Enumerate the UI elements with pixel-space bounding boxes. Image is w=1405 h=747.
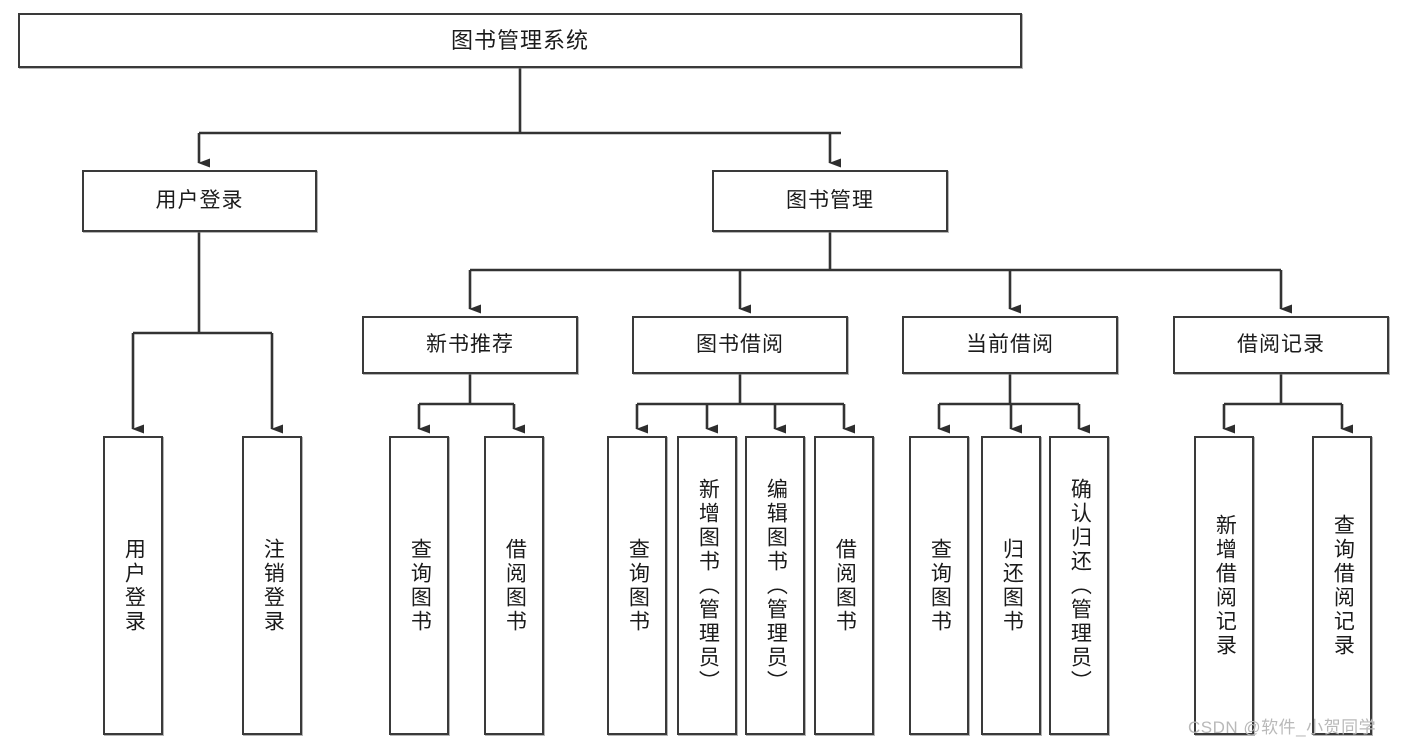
node-label: 查询图书 <box>408 537 432 634</box>
node-book-management[interactable]: 图书管理 <box>712 170 948 232</box>
node-label: 新增图书（管理员） <box>696 477 720 694</box>
leaf-return-book[interactable]: 归还图书 <box>981 436 1041 735</box>
leaf-query-borrow-record[interactable]: 查询借阅记录 <box>1312 436 1372 735</box>
node-label: 图书管理 <box>786 188 874 212</box>
leaf-confirm-return-admin[interactable]: 确认归还（管理员） <box>1049 436 1109 735</box>
node-book-borrow[interactable]: 图书借阅 <box>632 316 848 374</box>
leaf-query-book-borrow[interactable]: 查询图书 <box>607 436 667 735</box>
node-borrow-records[interactable]: 借阅记录 <box>1173 316 1389 374</box>
leaf-logout[interactable]: 注销登录 <box>242 436 302 735</box>
node-user-login[interactable]: 用户登录 <box>82 170 317 232</box>
node-label: 借阅图书 <box>833 537 857 634</box>
node-current-borrow[interactable]: 当前借阅 <box>902 316 1118 374</box>
node-root-system[interactable]: 图书管理系统 <box>18 13 1022 68</box>
node-label: 编辑图书（管理员） <box>764 477 788 694</box>
node-label: 归还图书 <box>1000 537 1024 634</box>
leaf-query-book-current[interactable]: 查询图书 <box>909 436 969 735</box>
leaf-borrow-book[interactable]: 借阅图书 <box>814 436 874 735</box>
node-label: 当前借阅 <box>966 332 1054 356</box>
node-label: 查询图书 <box>626 537 650 634</box>
node-label: 用户登录 <box>155 188 244 212</box>
node-label: 图书借阅 <box>696 332 784 356</box>
node-label: 确认归还（管理员） <box>1068 477 1092 694</box>
node-label: 新书推荐 <box>426 332 514 356</box>
leaf-add-borrow-record[interactable]: 新增借阅记录 <box>1194 436 1254 735</box>
node-label: 借阅记录 <box>1237 332 1325 356</box>
node-label: 借阅图书 <box>503 537 527 634</box>
leaf-user-login[interactable]: 用户登录 <box>103 436 163 735</box>
leaf-edit-book-admin[interactable]: 编辑图书（管理员） <box>745 436 805 735</box>
node-label: 用户登录 <box>122 537 146 634</box>
node-label: 查询图书 <box>928 537 952 634</box>
node-label: 查询借阅记录 <box>1331 513 1355 658</box>
leaf-query-book-recommend[interactable]: 查询图书 <box>389 436 449 735</box>
node-new-book-recommend[interactable]: 新书推荐 <box>362 316 578 374</box>
node-label: 新增借阅记录 <box>1213 513 1237 658</box>
node-label: 注销登录 <box>261 537 285 634</box>
leaf-add-book-admin[interactable]: 新增图书（管理员） <box>677 436 737 735</box>
leaf-borrow-book-recommend[interactable]: 借阅图书 <box>484 436 544 735</box>
node-label: 图书管理系统 <box>450 27 589 53</box>
